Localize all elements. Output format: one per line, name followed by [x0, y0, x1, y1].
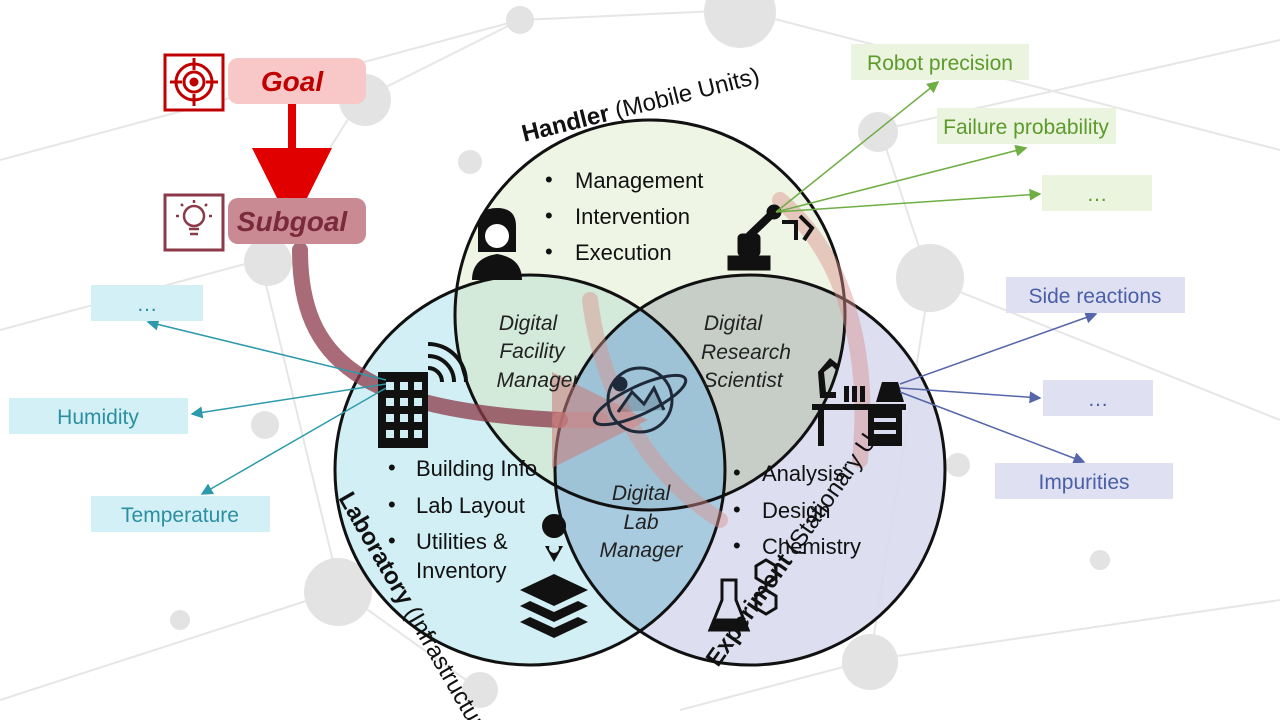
svg-text:Digital: Digital: [704, 312, 764, 335]
digital-research-scientist: Digital Research Scientist: [701, 312, 791, 392]
svg-text:Research: Research: [701, 341, 791, 364]
bullet: •: [733, 533, 741, 558]
humidity-label: Humidity: [57, 406, 139, 429]
lab-item: Lab Layout: [416, 493, 525, 518]
subgoal-label: Subgoal: [237, 206, 349, 237]
lab-item: Building Info: [416, 456, 537, 481]
lab-item: Inventory: [416, 558, 507, 583]
failure-probability-label: Failure probability: [943, 116, 1109, 139]
lab-bullets: • Building Info • Lab Layout • Utilities…: [388, 455, 537, 583]
building-icon: [378, 342, 468, 448]
lab-more-label: …: [137, 293, 158, 316]
bullet: •: [388, 455, 396, 480]
impurities-label: Impurities: [1038, 471, 1129, 494]
temperature-label: Temperature: [121, 504, 239, 527]
lightbulb-icon: [176, 200, 212, 236]
goal-label: Goal: [261, 66, 324, 97]
handler-title-sub: (Mobile Units): [612, 63, 762, 125]
svg-text:Manager: Manager: [497, 369, 581, 392]
bullet: •: [545, 239, 553, 264]
handler-bullets: • Management • Intervention • Execution: [545, 167, 703, 265]
robot-arm-icon: [727, 204, 815, 271]
handler-item: Execution: [575, 240, 672, 265]
experiment-leader-lines: [899, 311, 1098, 464]
bullet: •: [388, 492, 396, 517]
svg-text:Manager: Manager: [600, 539, 684, 562]
svg-text:Digital: Digital: [612, 482, 672, 505]
experiment-more-label: …: [1088, 388, 1109, 411]
handler-item: Intervention: [575, 204, 690, 229]
svg-text:Scientist: Scientist: [703, 369, 784, 392]
map-layers-icon: [520, 514, 588, 638]
goal-block: Goal: [163, 53, 366, 112]
flask-molecule-icon: [707, 558, 778, 632]
bullet: •: [733, 460, 741, 485]
handler-item: Management: [575, 168, 703, 193]
lab-bench-icon: [812, 358, 906, 446]
bullet: •: [545, 167, 553, 192]
center-logo-icon: [592, 366, 688, 434]
experiment-item: Analysis: [762, 461, 844, 486]
digital-lab-manager: Digital Lab Manager: [600, 482, 684, 562]
experiment-info-boxes: Side reactions … Impurities: [995, 277, 1185, 499]
bullet: •: [733, 497, 741, 522]
background-nodes: [170, 0, 1110, 708]
handler-leader-lines: [775, 81, 1042, 213]
experiment-bullets: • Analysis • Design • Chemistry: [733, 460, 861, 559]
robot-precision-label: Robot precision: [867, 52, 1013, 75]
svg-text:Facility: Facility: [499, 340, 566, 363]
bullet: •: [388, 528, 396, 553]
side-reactions-label: Side reactions: [1028, 285, 1161, 308]
svg-text:Digital: Digital: [499, 312, 559, 335]
lab-info-boxes: … Humidity Temperature: [9, 285, 270, 532]
handler-more-label: …: [1087, 183, 1108, 206]
experiment-item: Design: [762, 498, 830, 523]
handler-info-boxes: Robot precision Failure probability …: [851, 44, 1152, 211]
bullet: •: [545, 203, 553, 228]
person-icon: [472, 208, 522, 280]
subgoal-block: Subgoal: [163, 193, 366, 252]
digital-facility-manager: Digital Facility Manager: [497, 312, 581, 392]
lab-leader-lines: [146, 318, 387, 495]
svg-text:Lab: Lab: [623, 511, 658, 534]
experiment-item: Chemistry: [762, 534, 861, 559]
target-icon: [170, 58, 218, 106]
lab-item: Utilities &: [416, 529, 508, 554]
